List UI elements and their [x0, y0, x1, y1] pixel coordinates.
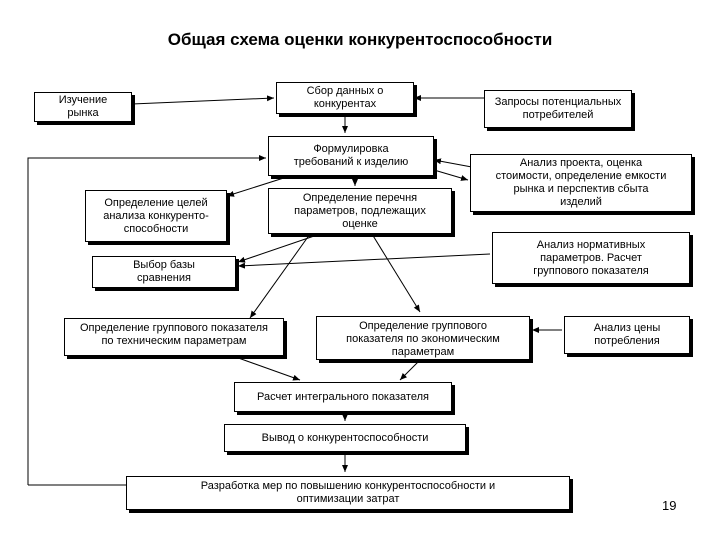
integral-box: Расчет интегрального показателя	[234, 382, 452, 412]
arrow-econ-to-integral	[399, 359, 421, 381]
arrow-requirements-to-goals	[226, 175, 291, 197]
consumer-requests-box: Запросы потенциальных потребителей	[484, 90, 632, 128]
group-tech-box: Определение группового показателя по тех…	[64, 318, 284, 356]
goals-box: Определение целей анализа конкуренто- сп…	[85, 190, 227, 242]
competitor-data-box: Сбор данных о конкурентах	[276, 82, 414, 114]
conclusion-label: Вывод о конкурентоспособности	[261, 431, 429, 444]
integral-label: Расчет интегрального показателя	[257, 390, 429, 403]
normative-params-box: Анализ нормативных параметров. Расчет гр…	[492, 232, 690, 284]
product-requirements-box: Формулировка требований к изделию	[268, 136, 434, 176]
measures-box: Разработка мер по повышению конкурентосп…	[126, 476, 570, 510]
group-tech-label: Определение группового показателя по тех…	[79, 322, 268, 347]
goals-label: Определение целей анализа конкуренто- сп…	[103, 196, 209, 235]
arrow-params-to-tech	[249, 233, 311, 319]
market-study-box: Изучение рынка	[34, 92, 132, 122]
consumer-requests-label: Запросы потенциальных потребителей	[494, 96, 622, 121]
project-analysis-label: Анализ проекта, оценка стоимости, опреде…	[495, 157, 667, 208]
parameters-list-label: Определение перечня параметров, подлежащ…	[294, 192, 426, 230]
arrow-tech-to-integral	[229, 354, 301, 381]
page-number: 19	[662, 498, 677, 513]
group-econ-box: Определение группового показателя по эко…	[316, 316, 530, 360]
arrow-normative-to-base	[237, 253, 491, 269]
project-analysis-box: Анализ проекта, оценка стоимости, опреде…	[470, 154, 692, 212]
conclusion-box: Вывод о конкурентоспособности	[224, 424, 466, 452]
group-econ-label: Определение группового показателя по эко…	[346, 320, 500, 358]
consumption-price-label: Анализ цены потребления	[593, 322, 661, 347]
arrow-params-to-econ	[371, 233, 421, 313]
consumption-price-box: Анализ цены потребления	[564, 316, 690, 354]
diagram-title: Общая схема оценки конкурентоспособности	[167, 30, 553, 49]
arrow-requirements-to-project	[433, 169, 469, 181]
parameters-list-box: Определение перечня параметров, подлежащ…	[268, 188, 452, 234]
product-requirements-label: Формулировка требований к изделию	[293, 143, 409, 168]
arrow-market-to-competitors	[131, 95, 275, 105]
comparison-base-box: Выбор базы сравнения	[92, 256, 236, 288]
market-study-label: Изучение рынка	[58, 94, 108, 119]
normative-params-label: Анализ нормативных параметров. Расчет гр…	[533, 238, 649, 277]
arrow-params-to-base	[237, 233, 321, 263]
comparison-base-label: Выбор базы сравнения	[133, 259, 195, 284]
arrow-feedback-to-requirements	[27, 155, 266, 485]
measures-label: Разработка мер по повышению конкурентосп…	[200, 480, 496, 505]
competitor-data-label: Сбор данных о конкурентах	[306, 85, 384, 110]
